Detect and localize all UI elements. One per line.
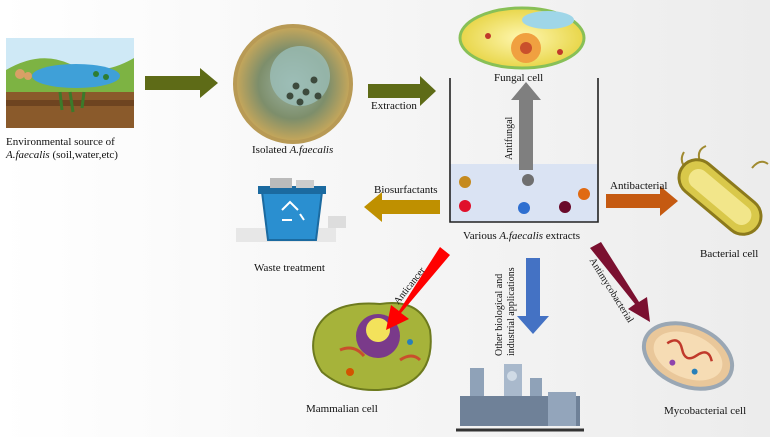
species-name: A.faecalis xyxy=(289,144,334,156)
environment-line1: Environmental source of xyxy=(6,136,115,148)
extract-dot xyxy=(459,200,471,212)
mycobacterial-cell-label: Mycobacterial cell xyxy=(664,405,747,417)
antifungal-label: Antifungal xyxy=(504,116,515,160)
isolated-prefix: Isolated xyxy=(252,144,290,156)
extract-dot xyxy=(559,201,571,213)
bacterial-cell-icon xyxy=(677,145,769,236)
other-applications-line2: industrial applications xyxy=(506,267,517,356)
extract-dot xyxy=(459,176,471,188)
extract-dot xyxy=(518,202,530,214)
extract-dot xyxy=(522,174,534,186)
isolated-label: Isolated A.faecalis xyxy=(252,144,333,157)
species-name: A.faecalis xyxy=(499,230,544,242)
species-name: A.faecalis xyxy=(6,149,50,161)
arrow-extraction xyxy=(368,76,436,106)
other-applications-line1: Other biological and xyxy=(494,273,505,356)
extraction-label: Extraction xyxy=(371,100,417,112)
petri-dish-icon xyxy=(233,24,353,144)
mammalian-cell-label: Mammalian cell xyxy=(306,403,378,415)
environment-rest: (soil,water,etc) xyxy=(49,149,118,161)
extracts-prefix: Various xyxy=(463,230,500,242)
arrow-anticancer xyxy=(386,247,450,330)
waste-treatment-label: Waste treatment xyxy=(254,262,325,274)
fungal-cell-icon xyxy=(458,6,586,70)
factory-icon xyxy=(456,364,584,432)
fungal-cell-label: Fungal cell xyxy=(494,72,544,84)
arrow-antifungal xyxy=(511,82,541,170)
mammalian-cell-icon xyxy=(312,302,432,391)
mycobacterial-cell-icon xyxy=(641,321,735,391)
extracts-beaker xyxy=(449,78,599,223)
arrow-antibacterial xyxy=(606,186,678,216)
arrow-biosurfactants xyxy=(364,192,440,222)
arrow-other-applications xyxy=(517,258,549,334)
extract-dot xyxy=(578,188,590,200)
landscape-icon xyxy=(6,38,134,128)
arrow-antimycobacterial xyxy=(590,242,650,322)
antibacterial-label: Antibacterial xyxy=(610,180,668,192)
extracts-suffix: extracts xyxy=(543,230,580,242)
other-applications-label: Other biological and industrial applicat… xyxy=(494,267,518,356)
environment-label: Environmental source of A.faecalis (soil… xyxy=(6,136,118,162)
bacterial-cell-label: Bacterial cell xyxy=(700,248,759,260)
extracts-label: Various A.faecalis extracts xyxy=(463,230,580,243)
biosurfactants-label: Biosurfactants xyxy=(374,184,438,196)
environment-line2: A.faecalis (soil,water,etc) xyxy=(6,149,118,162)
arrow-to-isolation xyxy=(145,68,218,98)
waste-bin-icon xyxy=(236,178,346,242)
